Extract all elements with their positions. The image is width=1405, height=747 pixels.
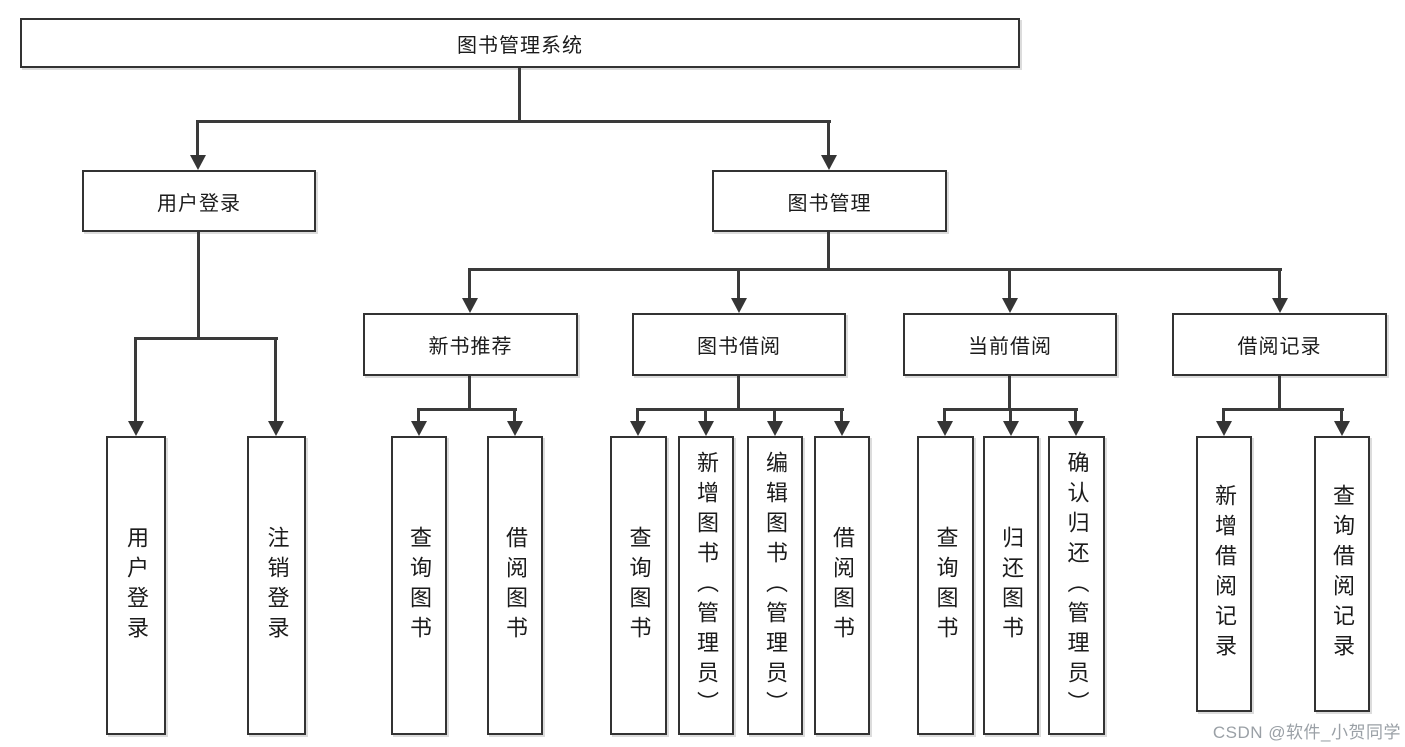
connector-line (943, 411, 946, 423)
arrow-down-icon (731, 298, 747, 313)
arrow-down-icon (630, 421, 646, 436)
arrow-down-icon (821, 155, 837, 170)
arrow-down-icon (834, 421, 850, 436)
connector-line (1074, 411, 1077, 423)
arrow-down-icon (462, 298, 478, 313)
connector-line (840, 411, 843, 423)
arrow-down-icon (1003, 421, 1019, 436)
leaf-add-borrow-record: 新增借阅记录 (1196, 436, 1252, 712)
connector-line (737, 376, 740, 411)
arrow-down-icon (1068, 421, 1084, 436)
connector-line (1222, 408, 1344, 411)
arrow-down-icon (411, 421, 427, 436)
arrow-down-icon (698, 421, 714, 436)
connector-line (518, 68, 521, 123)
connector-line (196, 120, 831, 123)
arrow-down-icon (507, 421, 523, 436)
leaf-return-books: 归还图书 (983, 436, 1039, 735)
connector-line (468, 376, 471, 411)
node-current-borrowing: 当前借阅 (903, 313, 1117, 376)
connector-line (636, 411, 639, 423)
connector-line (1008, 376, 1011, 411)
connector-line (1008, 271, 1011, 300)
connector-line (773, 411, 776, 423)
arrow-down-icon (1272, 298, 1288, 313)
connector-line (827, 123, 830, 157)
connector-line (417, 411, 420, 423)
leaf-borrow-books-recommend: 借阅图书 (487, 436, 543, 735)
connector-line (274, 340, 277, 423)
node-book-management: 图书管理 (712, 170, 947, 232)
node-book-borrowing: 图书借阅 (632, 313, 846, 376)
arrow-down-icon (767, 421, 783, 436)
leaf-query-borrow-record: 查询借阅记录 (1314, 436, 1370, 712)
node-library-system: 图书管理系统 (20, 18, 1020, 68)
arrow-down-icon (128, 421, 144, 436)
connector-line (134, 340, 137, 423)
connector-line (1340, 411, 1343, 423)
arrow-down-icon (1216, 421, 1232, 436)
arrow-down-icon (1334, 421, 1350, 436)
connector-line (134, 337, 278, 340)
connector-line (468, 268, 1282, 271)
node-user-login: 用户登录 (82, 170, 316, 232)
leaf-confirm-return-admin: 确认归还（管理员） (1048, 436, 1105, 735)
connector-line (1278, 271, 1281, 300)
connector-line (1222, 411, 1225, 423)
leaf-query-books-current: 查询图书 (917, 436, 974, 735)
node-new-book-recommendation: 新书推荐 (363, 313, 578, 376)
arrow-down-icon (937, 421, 953, 436)
connector-line (1278, 376, 1281, 411)
leaf-user-login: 用户登录 (106, 436, 166, 735)
arrow-down-icon (190, 155, 206, 170)
connector-line (513, 411, 516, 423)
leaf-logout: 注销登录 (247, 436, 306, 735)
connector-line (827, 232, 830, 271)
connector-line (468, 271, 471, 300)
connector-line (704, 411, 707, 423)
connector-line (737, 271, 740, 300)
arrow-down-icon (1002, 298, 1018, 313)
leaf-edit-book-admin: 编辑图书（管理员） (747, 436, 803, 735)
connector-line (1009, 411, 1012, 423)
leaf-query-books-borrow: 查询图书 (610, 436, 667, 735)
leaf-add-book-admin: 新增图书（管理员） (678, 436, 734, 735)
node-borrowing-records: 借阅记录 (1172, 313, 1387, 376)
leaf-borrow-books: 借阅图书 (814, 436, 870, 735)
connector-line (417, 408, 517, 411)
leaf-query-books-recommend: 查询图书 (391, 436, 447, 735)
connector-line (943, 408, 1078, 411)
csdn-watermark: CSDN @软件_小贺同学 (1212, 723, 1401, 742)
connector-line (636, 408, 844, 411)
connector-line (196, 123, 199, 157)
connector-line (197, 232, 200, 340)
arrow-down-icon (268, 421, 284, 436)
